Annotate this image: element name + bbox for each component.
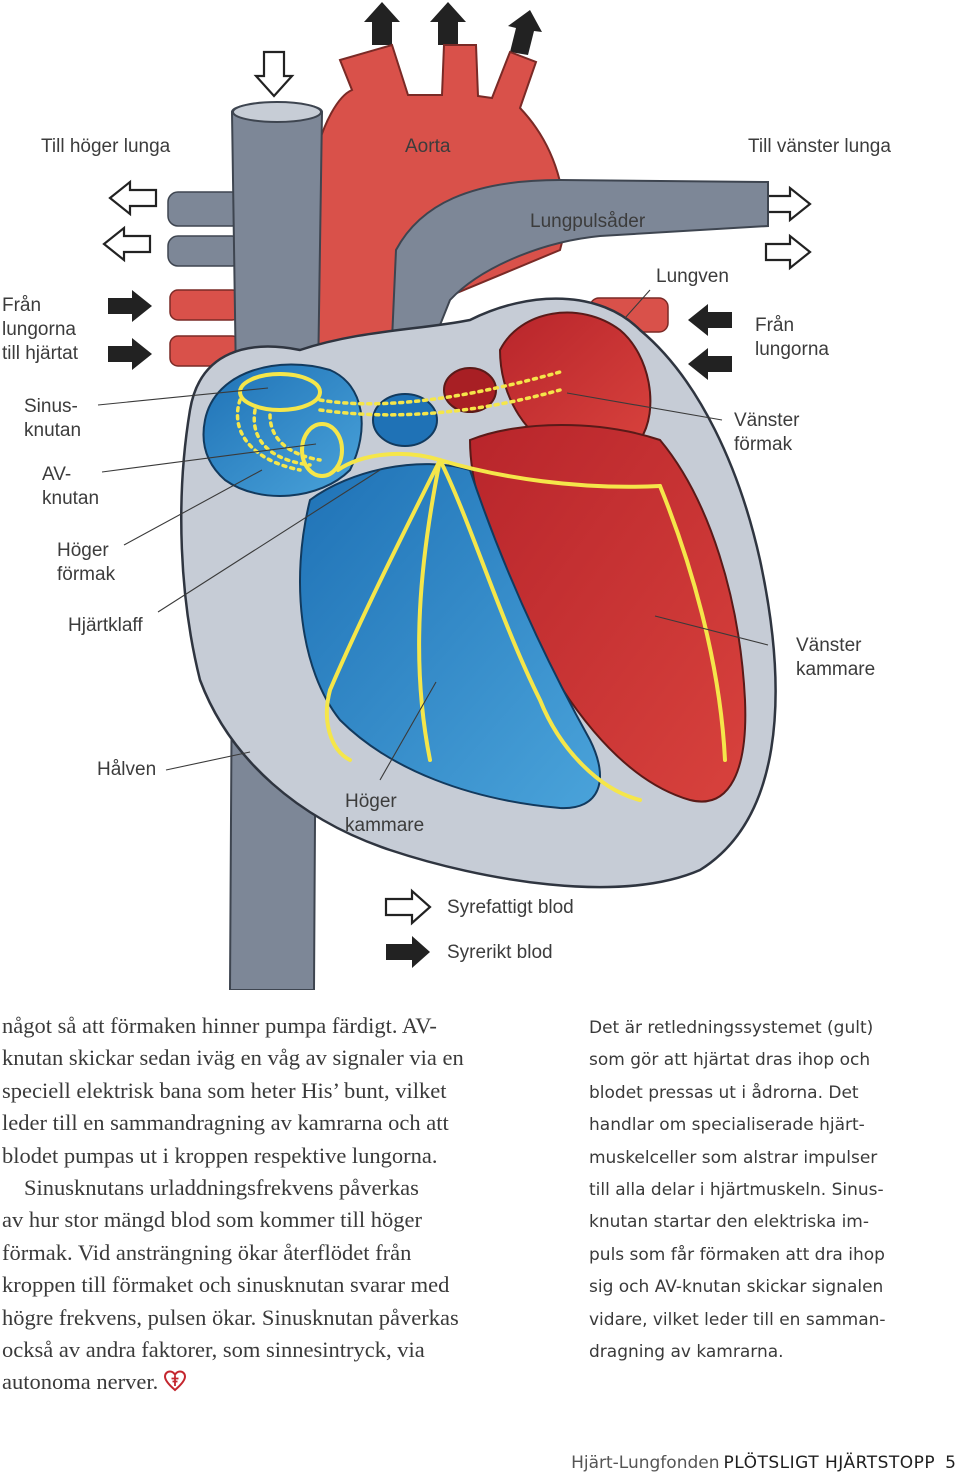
superior-vena-cava — [232, 103, 322, 380]
label-av-node-1: AV- — [42, 464, 71, 485]
text-line: dragning av kamrarna. — [589, 1336, 919, 1368]
legend-deoxygenated-label: Syrefattigt blod — [447, 897, 574, 918]
text-line: blodet pressas ut i ådrorna. Det — [589, 1077, 919, 1109]
footer-publication-title: PLÖTSLIGT HJÄRTSTOPP — [724, 1453, 936, 1473]
legend-oxygenated-arrow-icon — [386, 936, 430, 968]
label-from-lungs-left-1: Från — [2, 295, 41, 316]
text-line: puls som får förmaken att dra ihop — [589, 1239, 919, 1271]
text-line: muskelceller som alstrar impulser — [589, 1142, 919, 1174]
label-right-ventricle-2: kammare — [345, 815, 424, 836]
label-from-lungs-right-2: lungorna — [755, 339, 829, 360]
pulmonary-branches-right-lung — [168, 192, 242, 266]
label-right-ventricle-1: Höger — [345, 791, 397, 812]
text-line: något så att förmaken hinner pumpa färdi… — [2, 1013, 437, 1038]
inflow-arrow-top-icon — [256, 52, 292, 96]
text-line: som gör att hjärtat dras ihop och — [589, 1044, 919, 1076]
text-line: av hur stor mängd blod som kommer till h… — [2, 1207, 422, 1232]
label-pulmonary-artery: Lungpulsåder — [530, 211, 646, 232]
text-line: sig och AV-knutan skickar signalen — [589, 1271, 919, 1303]
label-left-atrium-1: Vänster — [734, 410, 800, 431]
text-line: förmak. Vid ansträngning ökar återflödet… — [2, 1240, 411, 1265]
label-right-lung: Till höger lunga — [41, 136, 171, 157]
text-line: autonoma nerver. — [2, 1369, 158, 1394]
pulmonary-valve-region — [373, 394, 437, 446]
label-right-atrium-1: Höger — [57, 540, 109, 561]
legend-oxygenated-label: Syrerikt blod — [447, 942, 553, 963]
from-lungs-right-arrows-icon — [688, 304, 732, 380]
label-pulmonary-vein: Lungven — [656, 266, 729, 287]
label-sinus-node-2: knutan — [24, 420, 81, 441]
text-line: speciell elektrisk bana som heter His’ b… — [2, 1078, 446, 1103]
label-from-lungs-left-3: till hjärtat — [2, 343, 79, 364]
right-atrium — [204, 364, 362, 496]
text-line: handlar om specialiserade hjärt- — [589, 1109, 919, 1141]
label-from-lungs-left-2: lungorna — [2, 319, 76, 340]
legend: Syrefattigt blod Syrerikt blod — [386, 891, 574, 968]
text-line: knutan skickar sedan iväg en våg av sign… — [2, 1045, 464, 1070]
text-line: knutan startar den elektriska im- — [589, 1206, 919, 1238]
text-line: Det är retledningssystemet (gult) — [589, 1012, 919, 1044]
label-vena-cava: Hålven — [97, 759, 156, 780]
label-sinus-node-1: Sinus- — [24, 396, 78, 417]
label-aorta: Aorta — [405, 136, 451, 157]
label-left-ventricle-1: Vänster — [796, 635, 862, 656]
text-line: Sinusknutans urladdningsfrekvens påverka… — [24, 1175, 419, 1200]
label-heart-valve: Hjärtklaff — [68, 615, 143, 636]
body-text-right-column: Det är retledningssystemet (gult) som gö… — [589, 1012, 919, 1368]
label-left-atrium-2: förmak — [734, 434, 793, 455]
text-line: vidare, vilket leder till en samman- — [589, 1304, 919, 1336]
from-lungs-left-arrows-icon — [108, 290, 152, 370]
to-right-lung-arrows-icon — [104, 182, 156, 260]
legend-deoxygenated-arrow-icon — [386, 891, 430, 923]
text-line: kroppen till förmaket och sinusknutan sv… — [2, 1272, 449, 1297]
label-right-atrium-2: förmak — [57, 564, 116, 585]
to-left-lung-arrows-icon — [766, 188, 810, 268]
label-from-lungs-right-1: Från — [755, 315, 794, 336]
heart-logo-icon — [164, 1370, 186, 1392]
text-line: högre frekvens, pulsen ökar. Sinusknutan… — [2, 1305, 459, 1330]
text-line: leder till en sammandragning av kamrarna… — [2, 1110, 449, 1135]
text-line: också av andra faktorer, som sinnesintry… — [2, 1337, 425, 1362]
text-line: blodet pumpas ut i kroppen respektive lu… — [2, 1143, 438, 1168]
page-number: 5 — [945, 1453, 956, 1473]
text-line: till alla delar i hjärtmuskeln. Sinus- — [589, 1174, 919, 1206]
label-av-node-2: knutan — [42, 488, 99, 509]
body-text-left-column: något så att förmaken hinner pumpa färdi… — [2, 1010, 522, 1399]
footer-brand: Hjärt-Lungfonden — [571, 1453, 719, 1473]
paragraph-2: Sinusknutans urladdningsfrekvens påverka… — [2, 1172, 522, 1399]
paragraph-1: något så att förmaken hinner pumpa färdi… — [2, 1010, 522, 1172]
heart-anatomy-diagram: Till höger lunga Aorta Till vänster lung… — [0, 0, 960, 990]
label-left-lung: Till vänster lunga — [748, 136, 891, 157]
label-left-ventricle-2: kammare — [796, 659, 875, 680]
